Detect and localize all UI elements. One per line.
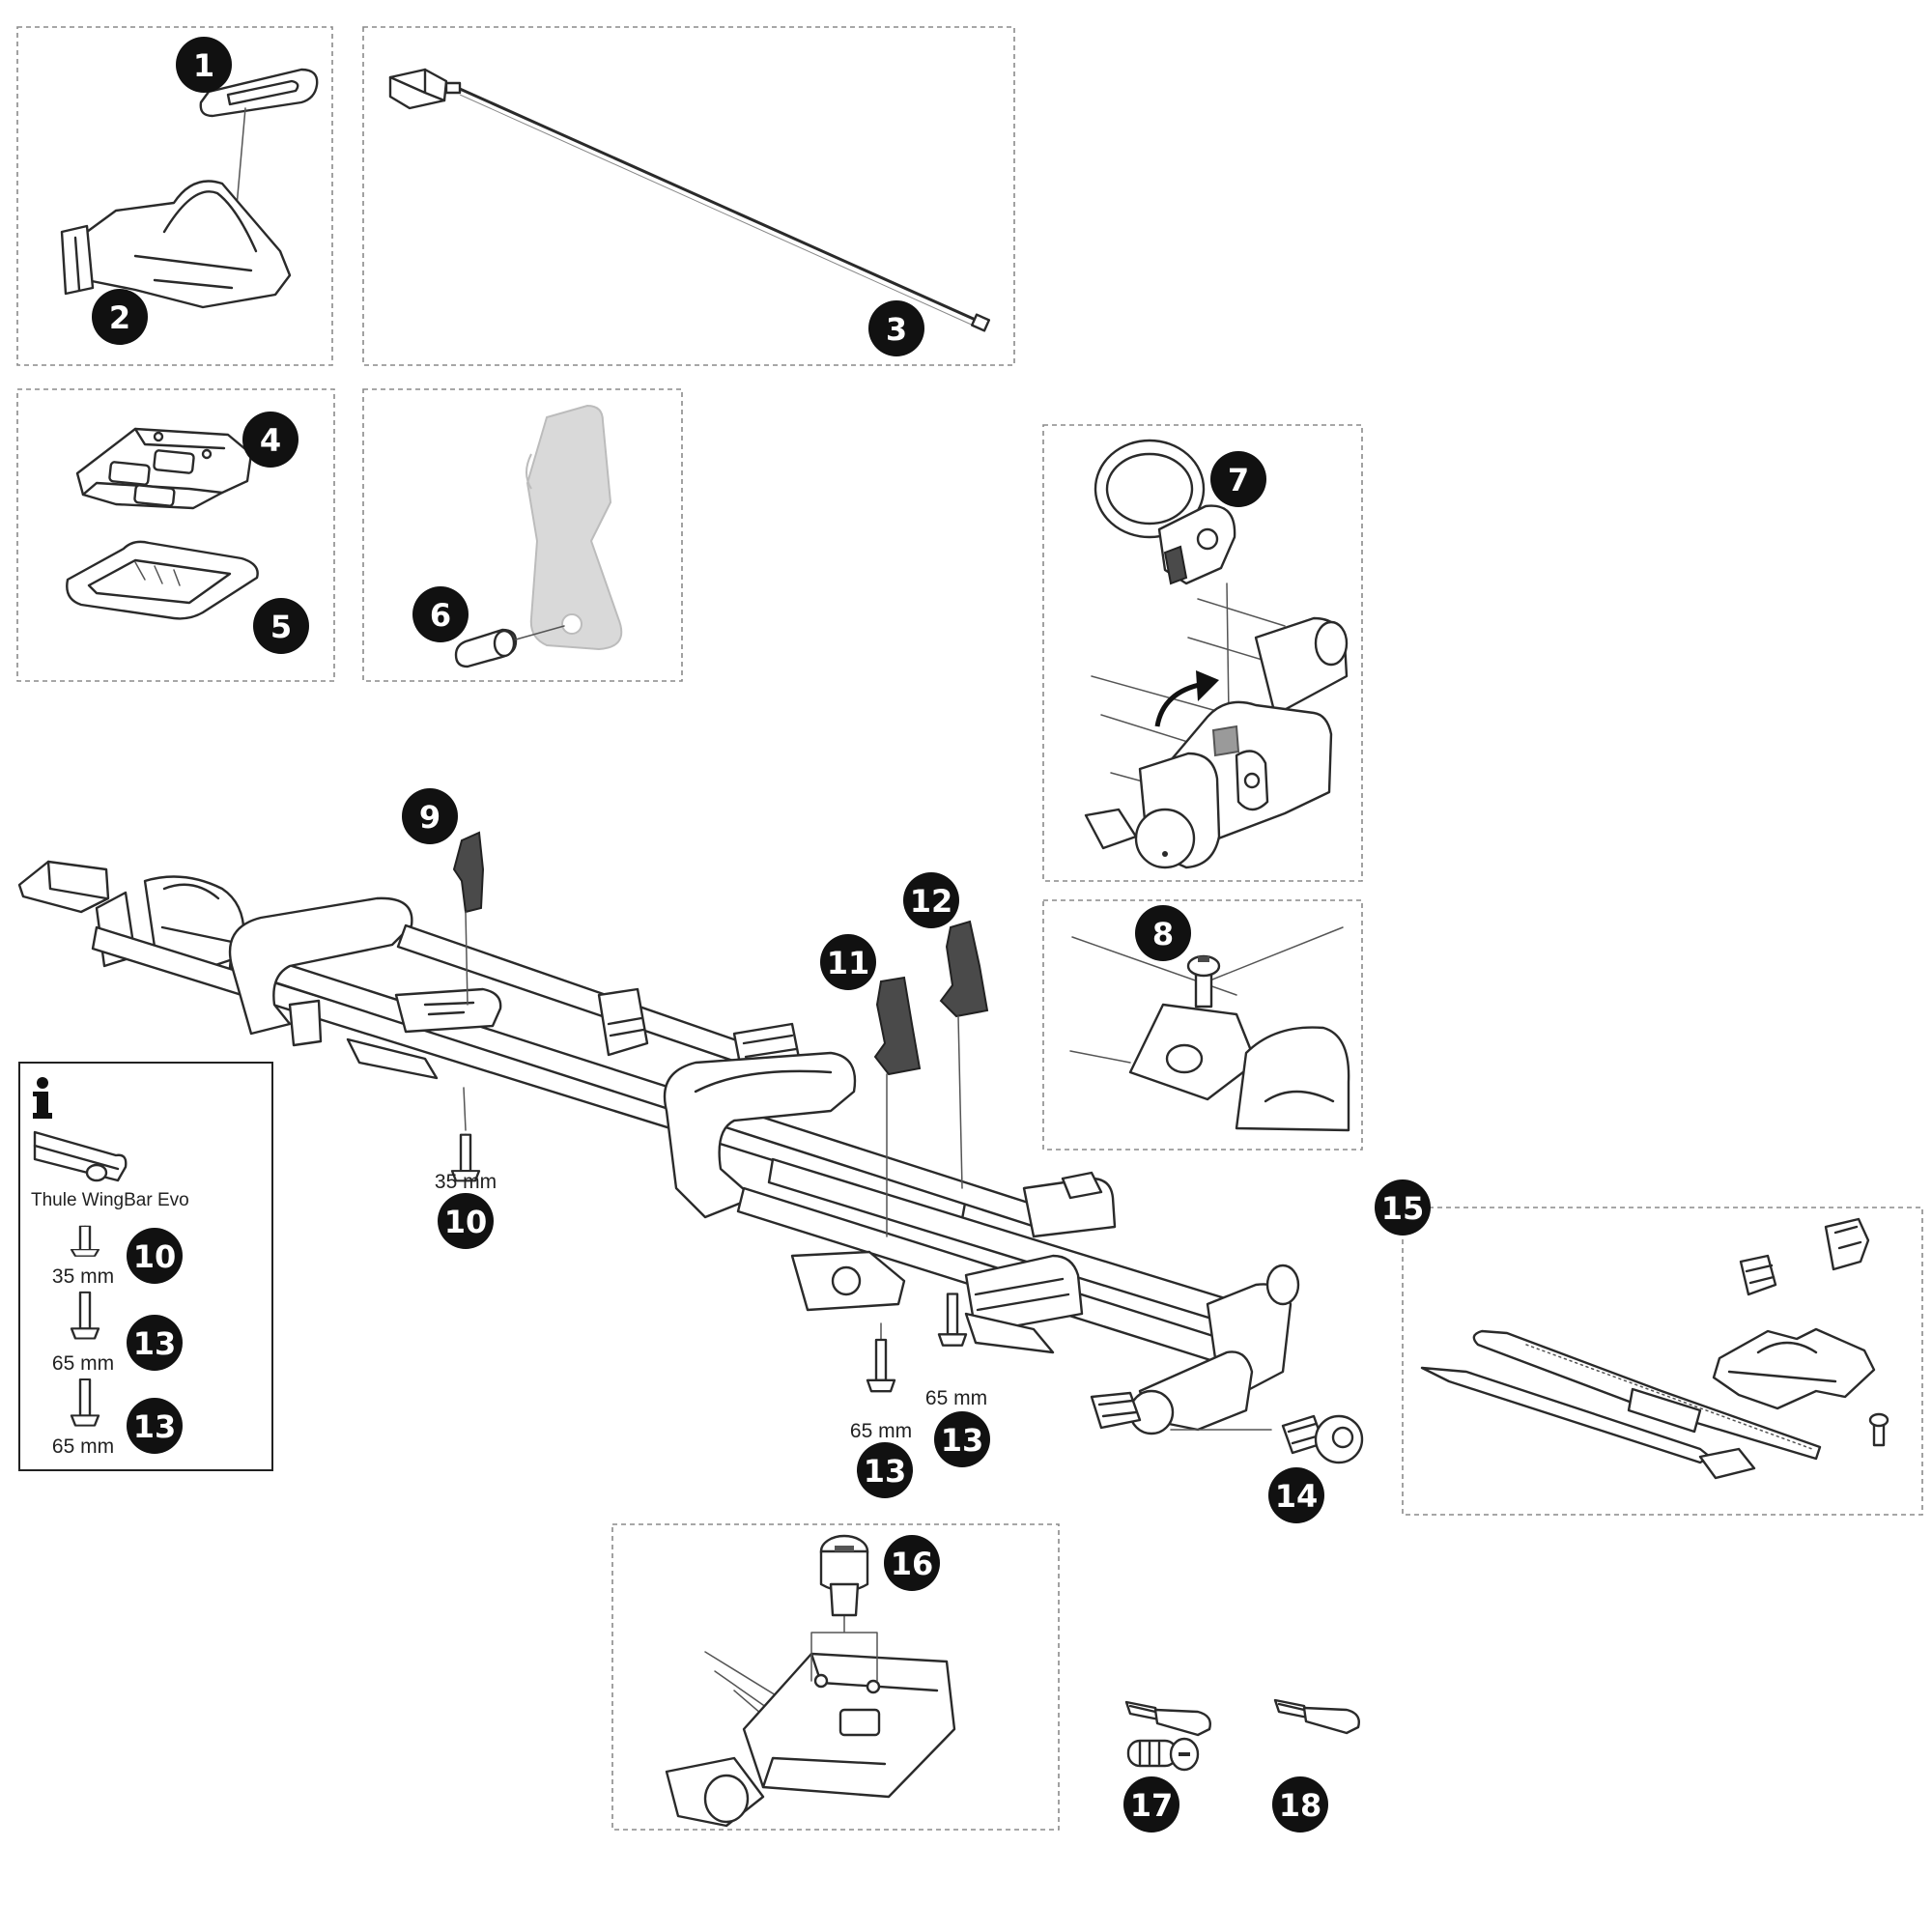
info-bolt-65mm-a	[70, 1291, 100, 1340]
clip-part-12	[939, 920, 989, 1189]
wingbar-caption: Thule WingBar Evo	[31, 1190, 189, 1210]
panel-parts-4-5	[16, 388, 335, 682]
svg-text:7: 7	[1228, 462, 1249, 498]
info-bolt-35mm	[70, 1225, 100, 1258]
svg-text:12: 12	[910, 883, 953, 920]
svg-text:17: 17	[1130, 1787, 1174, 1824]
quick-release-part-16	[665, 1534, 956, 1828]
svg-text:10: 10	[133, 1238, 177, 1275]
svg-text:13: 13	[941, 1422, 984, 1459]
svg-text:13: 13	[133, 1325, 177, 1362]
callout-5: 5	[253, 598, 309, 654]
panel-part-3	[362, 26, 1015, 366]
dimension-35mm: 35 mm	[435, 1171, 497, 1193]
svg-text:3: 3	[886, 311, 907, 348]
panel-part-15	[1402, 1207, 1923, 1516]
callout-13-info-b: 13	[127, 1398, 183, 1454]
clip-part-11	[873, 976, 922, 1237]
svg-text:15: 15	[1381, 1190, 1425, 1227]
callout-10-main: 10	[438, 1193, 494, 1249]
info-dimension-65mm-b: 65 mm	[52, 1435, 114, 1458]
t-bolt-65mm-a	[866, 1322, 896, 1393]
wheel-holder-part-2	[60, 180, 292, 309]
callout-13-main-b: 13	[934, 1411, 990, 1467]
svg-text:8: 8	[1152, 916, 1174, 952]
svg-text:1: 1	[193, 47, 214, 84]
svg-text:6: 6	[430, 597, 451, 634]
svg-text:13: 13	[864, 1453, 907, 1490]
callout-11: 11	[820, 934, 876, 990]
panel-part-6	[362, 388, 683, 682]
callout-10-info: 10	[127, 1228, 183, 1284]
svg-text:9: 9	[419, 799, 440, 836]
svg-text:11: 11	[827, 945, 870, 981]
svg-text:2: 2	[109, 299, 130, 336]
callout-16: 16	[884, 1535, 940, 1591]
callout-13-main-a: 13	[857, 1442, 913, 1498]
callout-13-info-a: 13	[127, 1315, 183, 1371]
info-bolt-65mm-b	[70, 1378, 100, 1427]
svg-text:13: 13	[133, 1408, 177, 1445]
dimension-65mm-b: 65 mm	[925, 1387, 987, 1409]
callout-8: 8	[1135, 905, 1191, 961]
arm-ghost	[526, 404, 623, 651]
svg-text:16: 16	[891, 1546, 934, 1582]
info-box	[18, 1062, 273, 1471]
panel-part-16	[611, 1523, 1060, 1831]
svg-text:14: 14	[1275, 1478, 1319, 1515]
main-rack-assembly	[17, 860, 1300, 1435]
info-dimension-35mm: 35 mm	[52, 1265, 114, 1288]
panel-part-8	[1042, 899, 1363, 1151]
svg-text:5: 5	[270, 609, 292, 645]
clamp-mount-assembly	[1084, 598, 1349, 869]
callout-17: 17	[1123, 1776, 1179, 1833]
info-dimension-65mm-a: 65 mm	[52, 1352, 114, 1375]
svg-text:10: 10	[444, 1204, 488, 1240]
callout-18: 18	[1272, 1776, 1328, 1833]
key-part-18	[1273, 1698, 1360, 1735]
cable-part-3	[388, 68, 991, 332]
callout-12: 12	[903, 872, 959, 928]
panel-part-7	[1042, 424, 1363, 882]
callout-7: 7	[1210, 451, 1266, 507]
callout-2: 2	[92, 289, 148, 345]
dimension-65mm-a: 65 mm	[850, 1420, 912, 1442]
t-bolt-65mm-b	[937, 1293, 968, 1347]
wingbar-profile-icon	[33, 1130, 128, 1182]
info-icon	[33, 1077, 52, 1119]
callout-4: 4	[242, 412, 298, 468]
panel-parts-1-2	[16, 26, 333, 366]
clip-part-9	[452, 831, 485, 1006]
callout-1: 1	[176, 37, 232, 93]
strap-kit-part-15	[1420, 1217, 1889, 1480]
t-bolt-35mm	[450, 1087, 481, 1182]
base-plate-part-4	[75, 427, 253, 510]
base-frame-part-5	[66, 540, 259, 620]
callout-6: 6	[412, 586, 469, 642]
clamp-ring-part-7	[1094, 439, 1236, 716]
pin-part-6	[454, 625, 565, 668]
callout-9: 9	[402, 788, 458, 844]
svg-text:4: 4	[260, 422, 281, 459]
svg-text:18: 18	[1279, 1787, 1322, 1824]
knob-part-14	[1281, 1414, 1364, 1464]
handle-part-1	[199, 68, 319, 218]
callout-15: 15	[1375, 1179, 1431, 1236]
callout-14: 14	[1268, 1467, 1324, 1523]
callout-3: 3	[868, 300, 924, 356]
key-and-lock-part-17	[1124, 1700, 1211, 1772]
bolt-part-8	[1069, 926, 1350, 1132]
